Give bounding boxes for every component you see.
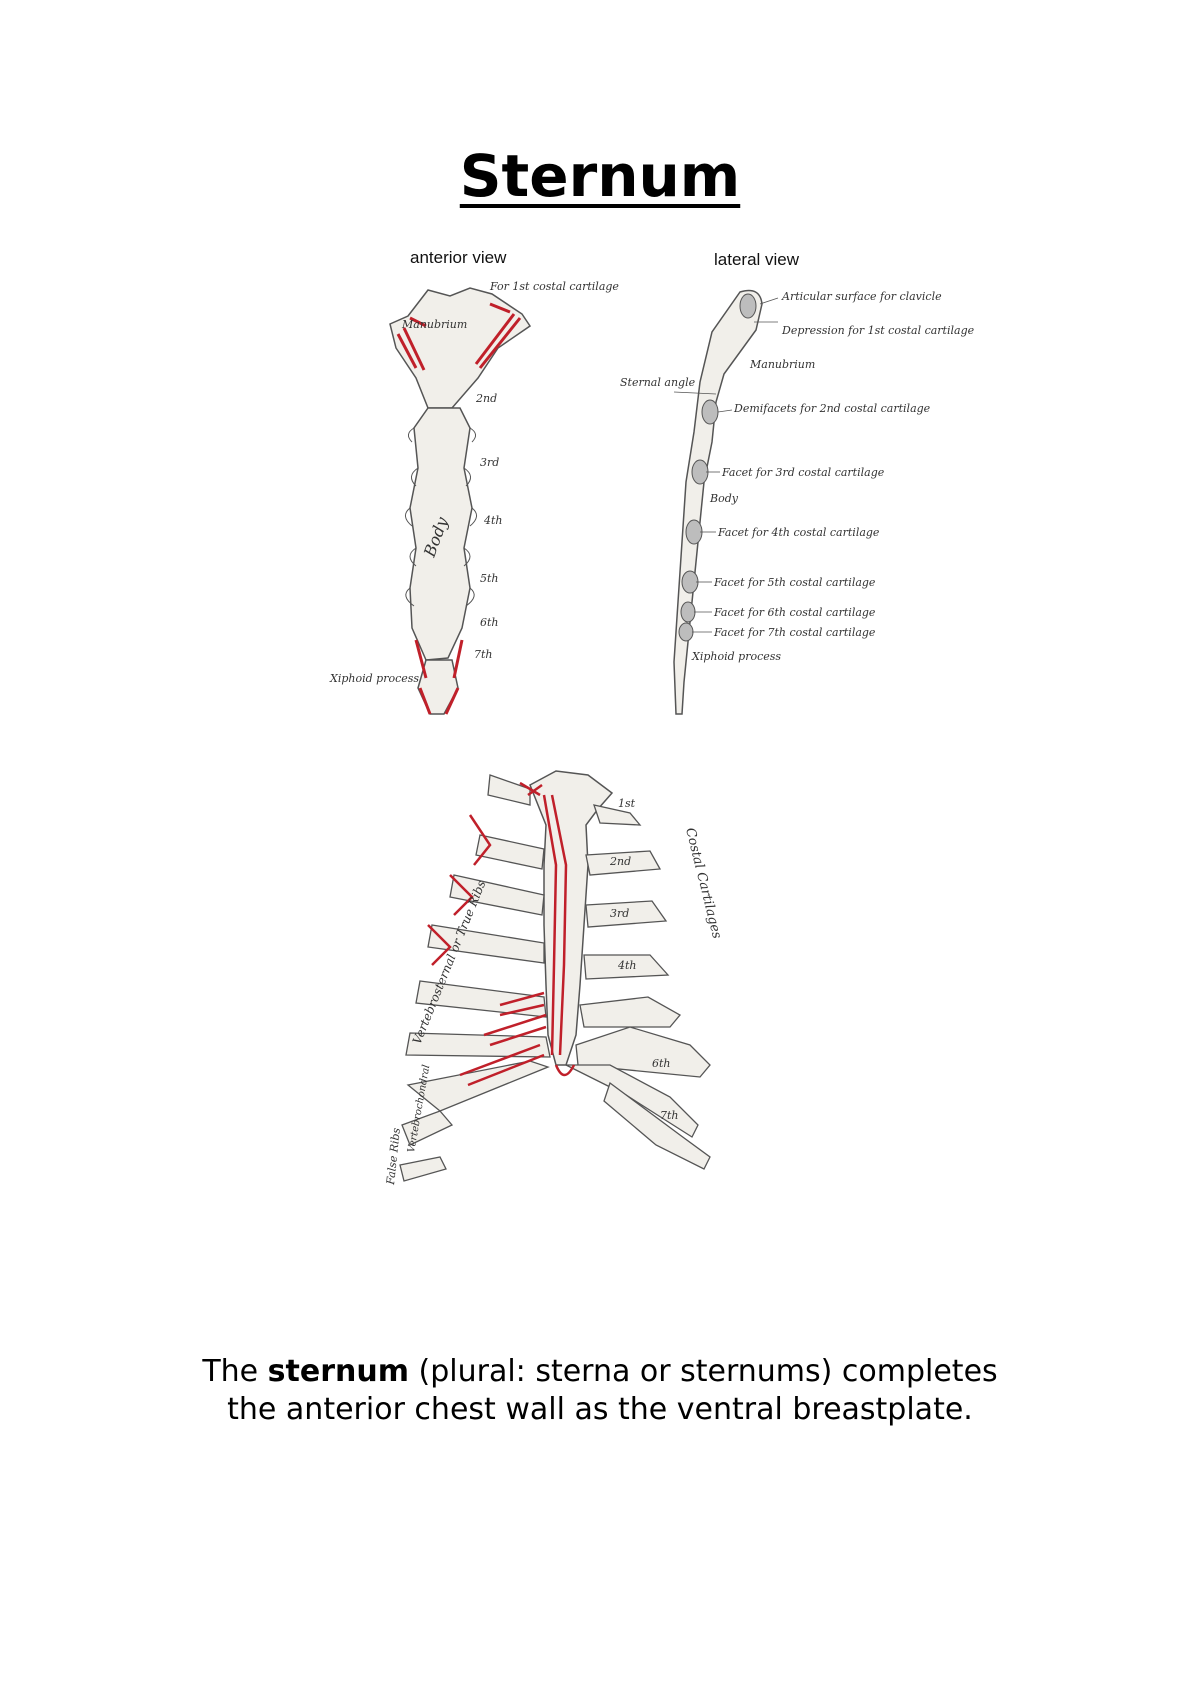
lateral-facet7-label: Facet for 7th costal cartilage bbox=[713, 626, 876, 639]
rib-7th-label: 7th bbox=[660, 1109, 679, 1122]
lateral-facet5-label: Facet for 5th costal cartilage bbox=[713, 576, 876, 589]
lateral-facet4-label: Facet for 4th costal cartilage bbox=[717, 526, 880, 539]
lateral-manubrium-label: Manubrium bbox=[749, 358, 815, 371]
anterior-rib3-label: 3rd bbox=[480, 456, 499, 469]
lateral-sternal-angle-label: Sternal angle bbox=[620, 376, 696, 389]
rib-cage-illustration: 1st 2nd 3rd 4th 6th 7th Vertebrosternal … bbox=[384, 770, 724, 1186]
costal-cartilages-label: Costal Cartilages bbox=[682, 826, 724, 940]
anterior-rib5-label: 5th bbox=[480, 572, 499, 585]
anterior-rib2-label: 2nd bbox=[475, 392, 497, 405]
caption-line2: the anterior chest wall as the ventral b… bbox=[227, 1392, 973, 1427]
page-title: Sternum bbox=[459, 142, 741, 210]
rib-4th-label: 4th bbox=[617, 959, 637, 972]
lateral-articular-label: Articular surface for clavicle bbox=[781, 290, 942, 303]
anterior-view-illustration: For 1st costal cartilage 2nd 3rd 4th 5th… bbox=[329, 280, 619, 715]
lateral-view-illustration: Articular surface for clavicle Depressio… bbox=[620, 289, 975, 715]
lateral-facet6-label: Facet for 6th costal cartilage bbox=[713, 606, 876, 619]
rib-6th-label: 6th bbox=[652, 1057, 671, 1070]
lateral-view-label: lateral view bbox=[714, 250, 800, 269]
rib-2nd-label: 2nd bbox=[609, 855, 631, 868]
anterior-xiphoid-label: Xiphoid process bbox=[329, 672, 419, 685]
lateral-demifacets-label: Demifacets for 2nd costal cartilage bbox=[733, 402, 931, 415]
anterior-manubrium-label: Manubrium bbox=[401, 318, 467, 331]
false-ribs-label: False Ribs bbox=[384, 1127, 403, 1186]
anterior-view-label: anterior view bbox=[410, 248, 507, 267]
rib-1st-label: 1st bbox=[618, 797, 636, 810]
rib-3rd-label: 3rd bbox=[610, 907, 629, 920]
caption-line1-rest: (plural: sterna or sternums) completes bbox=[408, 1354, 998, 1389]
vertebrochondral-label: Vertebrochondral bbox=[406, 1064, 432, 1154]
lateral-xiphoid-label: Xiphoid process bbox=[691, 650, 781, 663]
caption: The sternum (plural: sterna or sternums)… bbox=[0, 1353, 1200, 1429]
anterior-rib4-label: 4th bbox=[483, 514, 503, 527]
anterior-rib7-label: 7th bbox=[474, 648, 493, 661]
anterior-rib6-label: 6th bbox=[480, 616, 499, 629]
anterior-first-cartilage-label: For 1st costal cartilage bbox=[489, 280, 619, 293]
true-ribs-label: Vertebrosternal or True Ribs bbox=[410, 878, 489, 1046]
caption-bold-term: sternum bbox=[267, 1354, 409, 1389]
lateral-facet3-label: Facet for 3rd costal cartilage bbox=[721, 466, 885, 479]
lateral-depression-label: Depression for 1st costal cartilage bbox=[781, 324, 975, 337]
lateral-body-label: Body bbox=[709, 492, 739, 505]
caption-lead: The bbox=[202, 1354, 268, 1389]
